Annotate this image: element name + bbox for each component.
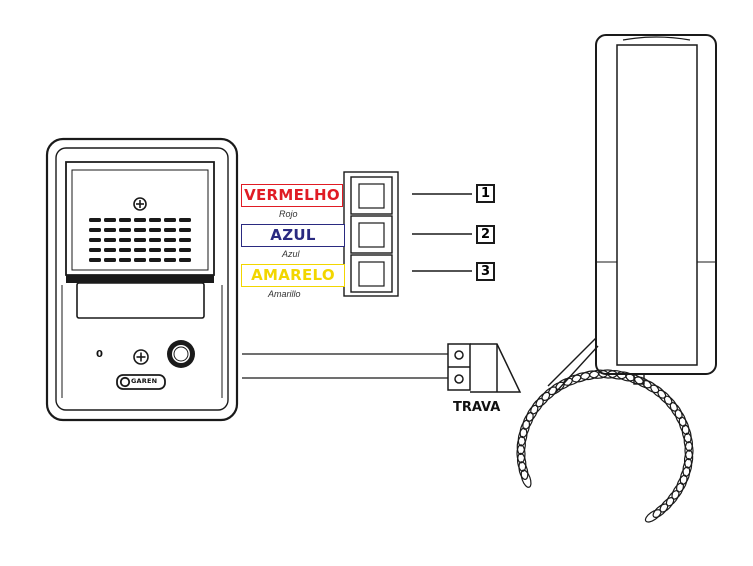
- grille-slot: [134, 238, 146, 242]
- door-station: [45, 137, 239, 422]
- cord-loop: [681, 424, 692, 444]
- grille-slot: [164, 258, 176, 262]
- cord-loop: [520, 469, 532, 488]
- screw-icon: [133, 197, 147, 211]
- lock-label: TRAVA: [453, 400, 501, 415]
- cord-loop: [682, 458, 693, 477]
- grille-slot: [179, 238, 191, 242]
- speaker-grille: [89, 218, 191, 262]
- cord-loop: [518, 461, 529, 480]
- cord-loop: [679, 466, 691, 485]
- grille-slot: [119, 218, 131, 222]
- cord-loop: [516, 444, 526, 464]
- cord-loop: [674, 409, 687, 427]
- grille-slot: [149, 238, 161, 242]
- grille-slot: [134, 218, 146, 222]
- grille-slot: [179, 258, 191, 262]
- screw-icon: [133, 349, 149, 365]
- grille-slot: [164, 248, 176, 252]
- grille-slot: [119, 238, 131, 242]
- grille-slot: [134, 228, 146, 232]
- grille-slot: [104, 218, 116, 222]
- cord-loop: [517, 427, 528, 447]
- terminal-block: [343, 171, 399, 297]
- terminal-wires: [412, 193, 472, 272]
- wire-sublabel-blue: Azul: [282, 249, 300, 259]
- call-button[interactable]: [167, 340, 195, 368]
- panel-zero-label: 0: [96, 349, 103, 360]
- grille-slot: [119, 228, 131, 232]
- cord-loop: [669, 402, 683, 420]
- cord-loop: [683, 432, 694, 452]
- lock-wires: [242, 353, 448, 379]
- cord-loop: [652, 503, 669, 518]
- grille-slot: [149, 228, 161, 232]
- terminal-number-1: 1: [476, 184, 495, 203]
- terminal-number-2: 2: [476, 225, 495, 244]
- brand-name: GAREN: [131, 377, 158, 385]
- grille-slot: [89, 238, 101, 242]
- lock-terminal: [447, 343, 522, 393]
- grille-slot: [164, 228, 176, 232]
- cord-loop: [516, 435, 526, 455]
- grille-slot: [89, 248, 101, 252]
- wire-sublabel-yellow: Amarillo: [268, 289, 301, 299]
- grille-slot: [104, 258, 116, 262]
- grille-slot: [104, 228, 116, 232]
- grille-slot: [89, 258, 101, 262]
- grille-slot: [134, 258, 146, 262]
- grille-slot: [119, 248, 131, 252]
- grille-slot: [104, 238, 116, 242]
- terminal-number-3: 3: [476, 262, 495, 281]
- cord-loop: [684, 441, 694, 461]
- grille-slot: [104, 248, 116, 252]
- grille-slot: [134, 248, 146, 252]
- cord-loop: [516, 452, 527, 472]
- wire-sublabel-red: Rojo: [279, 209, 298, 219]
- cord-loop: [644, 509, 662, 523]
- coiled-cord: [516, 369, 694, 523]
- grille-slot: [164, 238, 176, 242]
- grille-slot: [149, 258, 161, 262]
- cord-loop: [683, 449, 694, 469]
- grille-slot: [89, 218, 101, 222]
- wire-label-blue: AZUL: [241, 224, 345, 247]
- cord-loop: [678, 416, 690, 435]
- wire-label-red: VERMELHO: [241, 184, 343, 207]
- grille-slot: [179, 228, 191, 232]
- grille-slot: [119, 258, 131, 262]
- grille-slot: [179, 218, 191, 222]
- wire-label-yellow: AMARELO: [241, 264, 345, 287]
- brand-badge: [116, 374, 166, 390]
- grille-slot: [179, 248, 191, 252]
- grille-slot: [89, 228, 101, 232]
- grille-slot: [164, 218, 176, 222]
- grille-slot: [149, 248, 161, 252]
- handset: [547, 34, 717, 393]
- grille-slot: [149, 218, 161, 222]
